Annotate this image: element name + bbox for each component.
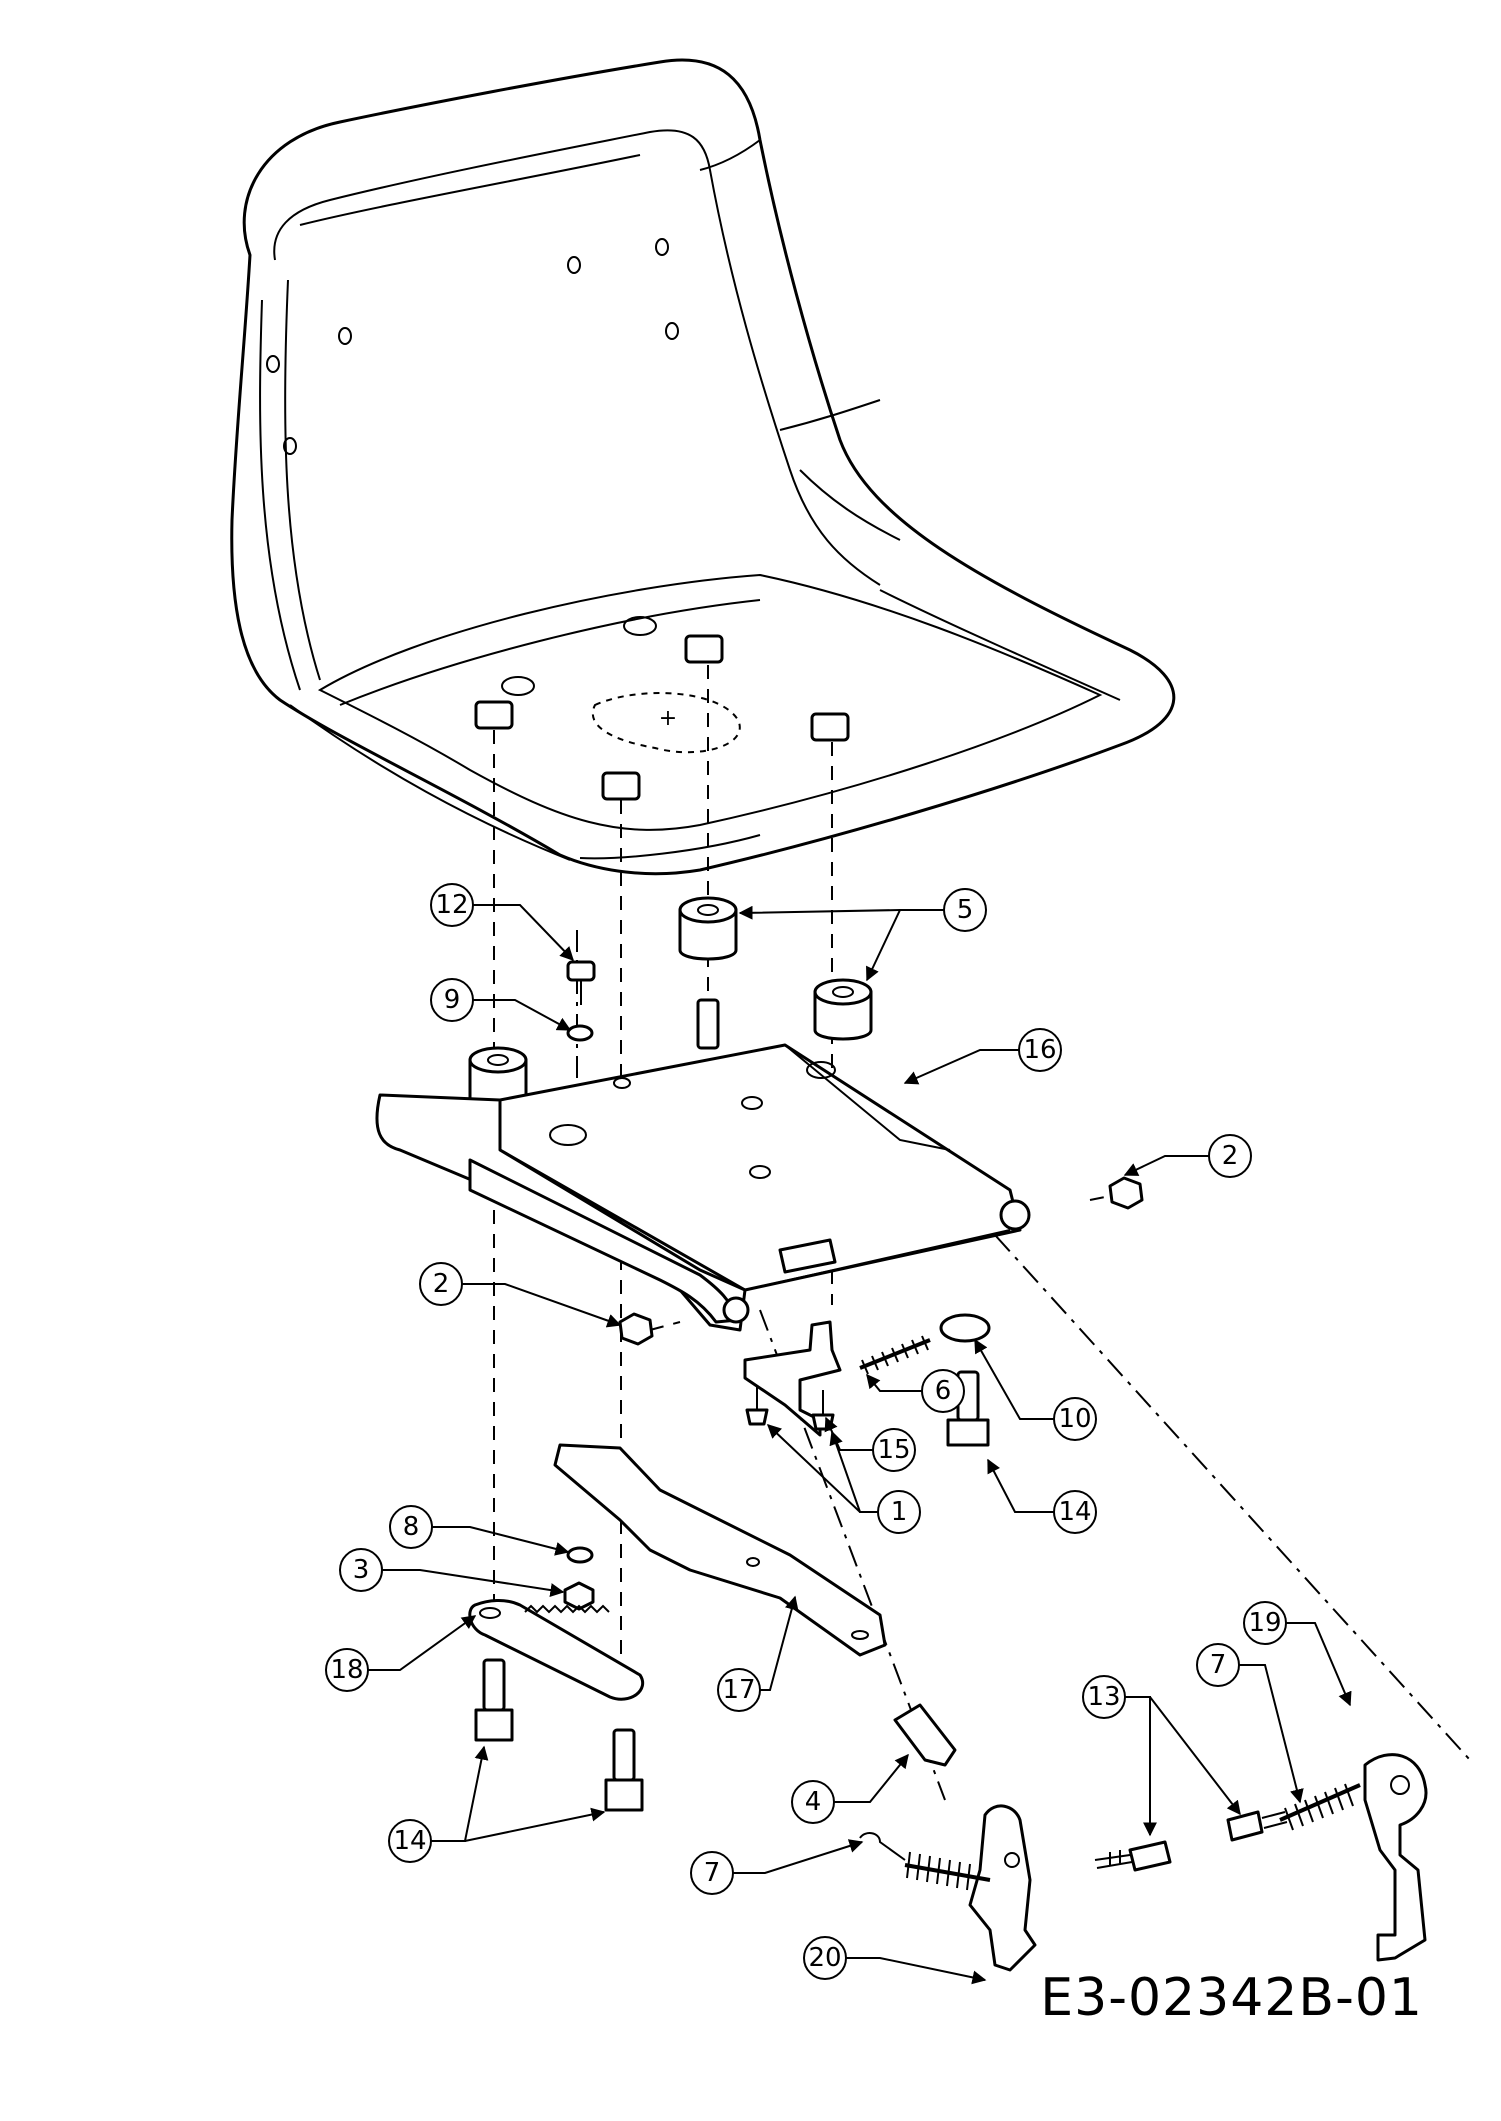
part-20-lever xyxy=(859,1804,1037,1972)
callout-17: 17 xyxy=(717,1668,761,1712)
svg-text:+: + xyxy=(659,706,677,731)
callout-6-label: 6 xyxy=(935,1376,952,1406)
callout-4-label: 4 xyxy=(805,1787,822,1817)
callout-18-label: 18 xyxy=(330,1655,363,1685)
callout-3: 3 xyxy=(339,1548,383,1592)
callout-10-label: 10 xyxy=(1058,1404,1091,1434)
callout-17-label: 17 xyxy=(722,1675,755,1705)
callout-16-label: 16 xyxy=(1023,1035,1056,1065)
callout-20: 20 xyxy=(803,1936,847,1980)
part-3-nut xyxy=(563,1581,595,1611)
leader-lines xyxy=(368,904,1352,1985)
callout-20-label: 20 xyxy=(808,1943,841,1973)
callout-12: 12 xyxy=(430,883,474,927)
part-2-nut-right xyxy=(1108,1176,1144,1210)
callout-5: 5 xyxy=(943,888,987,932)
callout-19: 19 xyxy=(1243,1601,1287,1645)
callout-7-right: 7 xyxy=(1196,1643,1240,1687)
callout-7-right-label: 7 xyxy=(1210,1650,1227,1680)
part-14-bolts-left xyxy=(474,1658,644,1812)
callout-9: 9 xyxy=(430,978,474,1022)
part-4-clip xyxy=(893,1703,957,1767)
part-12-bolt xyxy=(566,960,596,1005)
part-10-washer xyxy=(939,1313,991,1343)
callout-2-left-label: 2 xyxy=(433,1269,450,1299)
callout-14-left-label: 14 xyxy=(393,1826,426,1856)
callout-9-label: 9 xyxy=(444,985,461,1015)
callout-4: 4 xyxy=(791,1780,835,1824)
callout-14-right: 14 xyxy=(1053,1490,1097,1534)
callout-1-label: 1 xyxy=(891,1497,908,1527)
part-15-switch-bracket xyxy=(743,1320,842,1437)
part-9-washer xyxy=(566,1024,594,1042)
part-2-nut-left xyxy=(618,1312,654,1346)
callout-5-label: 5 xyxy=(957,895,974,925)
callout-15-label: 15 xyxy=(877,1435,910,1465)
callout-6: 6 xyxy=(921,1369,965,1413)
callout-10: 10 xyxy=(1053,1397,1097,1441)
callout-7-left-label: 7 xyxy=(704,1858,721,1888)
callout-1: 1 xyxy=(877,1490,921,1534)
callout-13-label: 13 xyxy=(1087,1682,1120,1712)
callout-2-right-label: 2 xyxy=(1222,1141,1239,1171)
part-16-seat-bracket xyxy=(375,1043,1031,1332)
drawing-code: E3-02342B-01 xyxy=(1040,1968,1423,2028)
callout-2-left: 2 xyxy=(419,1262,463,1306)
callout-19-label: 19 xyxy=(1248,1608,1281,1638)
callout-12-label: 12 xyxy=(435,890,468,920)
part-17-rail xyxy=(553,1443,887,1657)
seat: + xyxy=(230,58,1176,876)
part-13-bolts xyxy=(1094,1810,1288,1872)
callout-14-right-label: 14 xyxy=(1058,1497,1091,1527)
callout-8: 8 xyxy=(389,1505,433,1549)
callout-2-right: 2 xyxy=(1208,1134,1252,1178)
callout-15: 15 xyxy=(872,1428,916,1472)
callout-18: 18 xyxy=(325,1648,369,1692)
callouts: 12 9 5 16 2 2 6 10 15 14 1 8 3 18 17 13 … xyxy=(325,883,1287,1980)
part-8-washer xyxy=(566,1546,594,1564)
callout-14-left: 14 xyxy=(388,1819,432,1863)
part-6-spring xyxy=(859,1335,931,1375)
callout-13: 13 xyxy=(1082,1675,1126,1719)
callout-16: 16 xyxy=(1018,1028,1062,1072)
callout-8-label: 8 xyxy=(403,1512,420,1542)
parts xyxy=(375,896,1428,1972)
part-19-lever xyxy=(1279,1753,1428,1962)
callout-7-left: 7 xyxy=(690,1851,734,1895)
callout-3-label: 3 xyxy=(353,1555,370,1585)
